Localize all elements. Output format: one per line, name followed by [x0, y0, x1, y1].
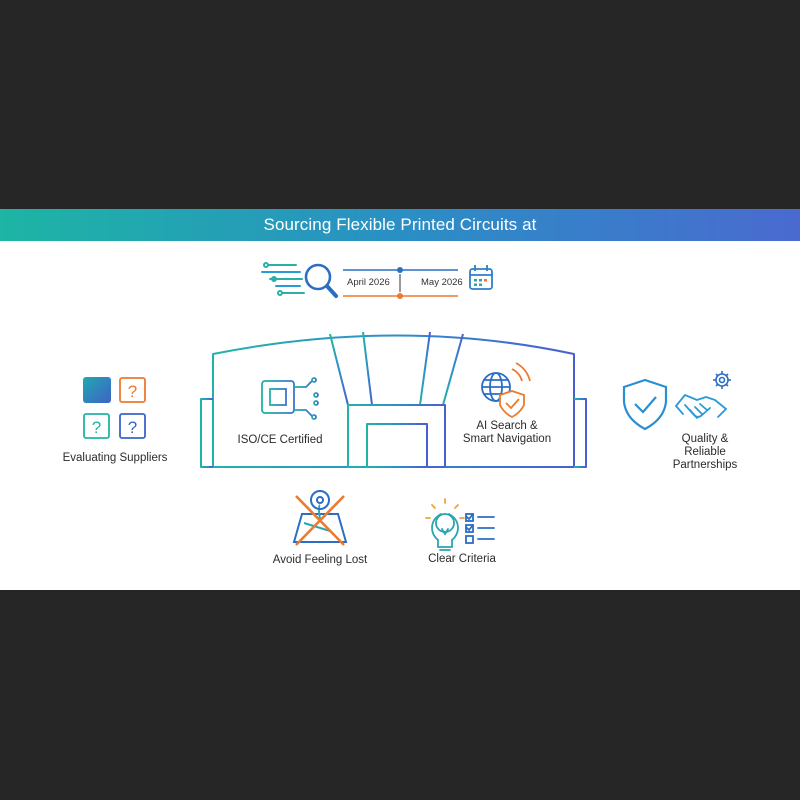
question-mark: ? — [128, 418, 137, 437]
timeline-end-date: May 2026 — [421, 277, 463, 288]
calendar-icon — [469, 265, 493, 290]
timeline-end-marker — [397, 293, 403, 299]
supplier-question-grid: ? ? ? — [83, 377, 146, 439]
gear-icon — [713, 371, 731, 389]
infographic-panel: Sourcing Flexible Printed Circuits at — [0, 209, 800, 590]
timeline-start-marker — [397, 267, 403, 273]
title-banner: Sourcing Flexible Printed Circuits at — [0, 209, 800, 241]
filled-square — [83, 377, 111, 403]
lightbulb-checklist-icon — [425, 498, 495, 551]
timeline-start-date: April 2026 — [347, 277, 390, 288]
clear-criteria-label: Clear Criteria — [428, 553, 496, 565]
diagram-art: ? ? ? — [83, 262, 731, 551]
microchip-icon — [254, 374, 319, 420]
timeline-bar — [343, 267, 458, 299]
quality-label-line2: Reliable — [684, 446, 726, 458]
evaluating-suppliers-label: Evaluating Suppliers — [62, 452, 168, 464]
question-square-blue — [119, 413, 146, 439]
question-mark: ? — [92, 418, 101, 437]
question-mark: ? — [128, 382, 137, 401]
crossed-map-pin-icon — [292, 490, 348, 546]
avoid-feeling-lost-label: Avoid Feeling Lost — [272, 554, 368, 566]
quality-label-line1: Quality & — [681, 433, 729, 445]
circuit-search-icon — [261, 262, 338, 298]
ai-search-label-line2: Smart Navigation — [462, 433, 552, 445]
globe-shield-icon — [481, 362, 531, 419]
iso-certified-label: ISO/CE Certified — [237, 434, 323, 446]
shield-check-icon — [622, 378, 668, 431]
ai-search-label-line1: AI Search & — [476, 420, 538, 432]
quality-label-line3: Partnerships — [672, 459, 738, 471]
exhibition-hall-outline — [200, 331, 587, 468]
question-square-orange — [119, 377, 146, 403]
banner-title: Sourcing Flexible Printed Circuits at — [263, 215, 537, 234]
handshake-icon — [675, 394, 727, 419]
question-square-teal — [83, 413, 110, 439]
